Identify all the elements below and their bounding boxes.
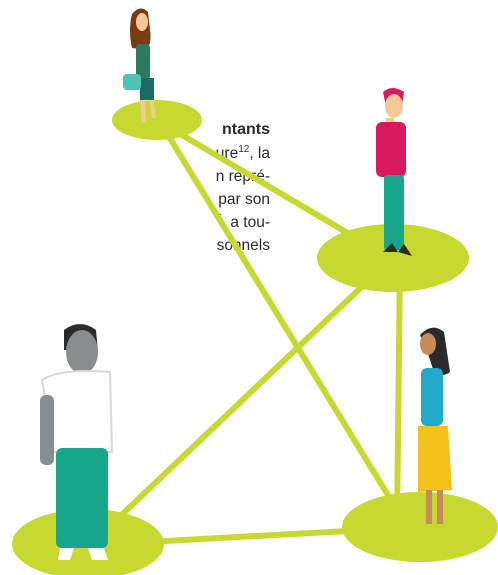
leg <box>426 490 432 524</box>
platform-top-left <box>112 100 202 140</box>
top <box>136 44 150 80</box>
shoe <box>58 548 74 560</box>
face <box>385 94 403 118</box>
connector-line <box>157 119 408 526</box>
connector-line <box>89 255 395 546</box>
trousers <box>384 175 404 250</box>
face <box>136 13 148 31</box>
face <box>420 333 436 355</box>
shoe <box>383 243 398 252</box>
shoe <box>88 548 108 560</box>
person-woman-with-bag <box>123 8 156 122</box>
shoe <box>398 244 412 256</box>
person-man-white-tshirt <box>40 324 114 560</box>
platforms <box>12 100 498 575</box>
handbag <box>123 74 141 90</box>
text-line: par son <box>218 191 270 208</box>
skirt <box>140 78 154 100</box>
platform-bottom-right <box>342 492 498 562</box>
face <box>66 330 98 374</box>
partial-heading: ntants <box>222 121 270 138</box>
connector-line <box>394 259 403 523</box>
top <box>421 368 443 426</box>
tshirt <box>40 370 114 453</box>
connectors <box>89 119 423 548</box>
person-man-magenta-shirt <box>376 88 412 256</box>
text-line: ure12, la <box>215 144 270 163</box>
skirt <box>418 426 452 492</box>
arm <box>40 395 54 465</box>
platform-middle-right <box>317 224 469 292</box>
trousers <box>56 448 108 548</box>
shirt <box>376 122 406 177</box>
person-woman-yellow-skirt <box>418 327 452 524</box>
leg <box>437 490 443 524</box>
